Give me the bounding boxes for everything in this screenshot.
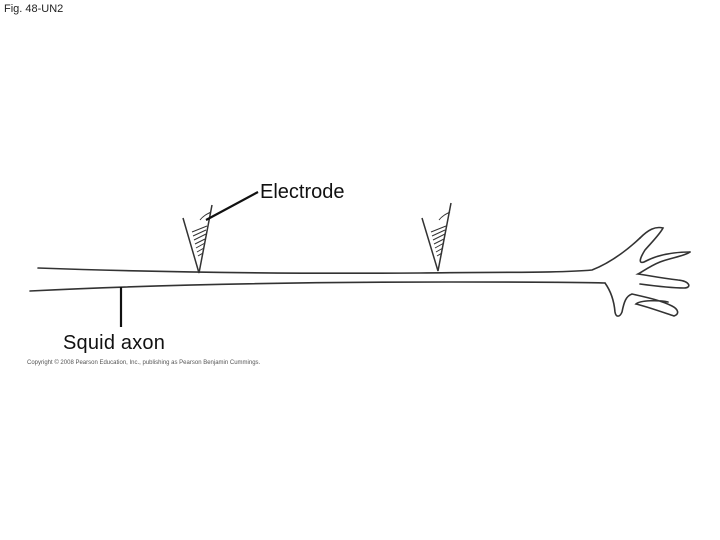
axon-lower-membrane	[29, 281, 606, 292]
electrode-left-hatching	[191, 211, 212, 257]
axon-branch-middle	[635, 251, 691, 289]
electrode-right	[421, 202, 452, 272]
electrode-leader-line	[205, 191, 259, 221]
electrode-label: Electrode	[260, 181, 345, 203]
electrode-left	[182, 204, 213, 274]
squid-axon	[29, 226, 691, 317]
electrode-left-outline	[182, 204, 213, 274]
electrode-right-hatching	[430, 211, 451, 257]
figure-number: Fig. 48-UN2	[4, 3, 64, 15]
electrode-right-outline	[421, 202, 452, 272]
squid-axon-label: Squid axon	[63, 332, 166, 354]
axon-upper-membrane	[37, 237, 641, 274]
copyright-notice: Copyright © 2008 Pearson Education, Inc.…	[27, 360, 261, 366]
axon-branch-lower	[604, 282, 679, 317]
axon-branch-upper	[639, 226, 691, 264]
